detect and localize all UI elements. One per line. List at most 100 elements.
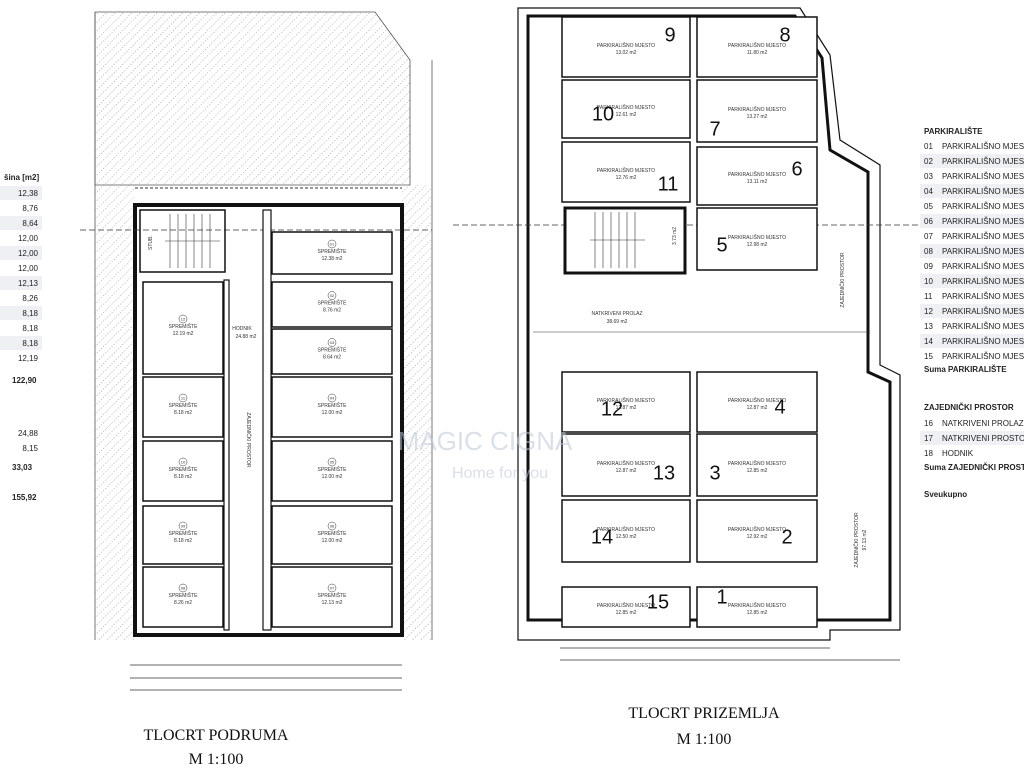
rt-row-num: 05: [924, 202, 933, 211]
room-area: 8.18 m2: [174, 474, 192, 480]
room-area: 8.76 m2: [323, 308, 341, 314]
parking-spot-area: 11.80 m2: [747, 50, 768, 56]
room-label: SPREMIŠTE: [169, 592, 199, 599]
parking-spot-label: PARKIRALIŠNO MJESTO: [728, 234, 786, 241]
rt-row-text: PARKIRALIŠNO MJEST: [942, 187, 1024, 196]
basement-earth-top: [94, 11, 411, 186]
parking-spot-label: PARKIRALIŠNO MJESTO: [728, 397, 786, 404]
room-label: SPREMIŠTE: [318, 347, 348, 354]
parking-spot-outline: [696, 79, 818, 143]
parking-spot-number: 8: [779, 24, 790, 46]
parking-spot-label: PARKIRALIŠNO MJESTO: [728, 526, 786, 533]
room-label: SPREMIŠTE: [318, 248, 348, 255]
rt-row-num: 07: [924, 232, 933, 241]
left-table-value: 12,13: [18, 279, 39, 288]
room-area: 12.38 m2: [322, 256, 343, 262]
basement-earth-right: [402, 185, 432, 640]
parking-spot-label: PARKIRALIŠNO MJESTO: [728, 602, 786, 609]
parking-spot-label: PARKIRALIŠNO MJESTO: [597, 526, 655, 533]
passage-label: NATKRIVENI PROLAZ: [591, 311, 642, 317]
parking-spot-number: 3: [709, 462, 720, 484]
parking-spot-area: 12.61 m2: [616, 112, 637, 118]
parking-spot-area: 12.87 m2: [616, 405, 637, 411]
room-area: 12.13 m2: [322, 600, 343, 606]
basement-earth-left: [95, 185, 135, 640]
parking-spot-outline: [696, 371, 818, 433]
parking-spot-label: PARKIRALIŠNO MJESTO: [597, 397, 655, 404]
rt-row: [920, 214, 1024, 228]
room-label: SPREMIŠTE: [318, 300, 348, 307]
rt-row-num: 02: [924, 157, 933, 166]
rt-row-num: 18: [924, 449, 933, 458]
rt-row-num: 11: [924, 292, 933, 301]
rt-total: Sveukupno: [924, 490, 967, 499]
parking-spot-number: 10: [592, 103, 614, 125]
room-number: 05: [330, 460, 335, 465]
rt-row-text: NATKRIVENI PROSTO: [942, 434, 1024, 443]
left-table-subtotal2: 33,03: [12, 463, 33, 472]
rt-row-text: PARKIRALIŠNO MJEST: [942, 337, 1024, 346]
room-number: 03: [330, 340, 335, 345]
room-number-badge: [327, 521, 337, 531]
room-area: 8.26 m2: [174, 600, 192, 606]
storage-room-outline: [271, 281, 393, 328]
parking-spot-outline: [561, 79, 691, 139]
room-number: 08: [181, 586, 186, 591]
room-label: SPREMIŠTE: [169, 402, 199, 409]
parking-spot-outline: [561, 499, 691, 563]
room-area: 12.00 m2: [322, 538, 343, 544]
room-area: 8.64 m2: [323, 355, 341, 361]
room-label: SPREMIŠTE: [169, 530, 199, 537]
room-number-badge: [178, 583, 188, 593]
parking-spot-area: 12.98 m2: [747, 242, 768, 248]
parking-spot-area: 12.85 m2: [747, 610, 768, 616]
left-table-row: [0, 246, 42, 260]
watermark-line1: MAGIC CIGNA: [398, 426, 573, 456]
rt-sum-common: Suma ZAJEDNIČKI PROSTO: [924, 463, 1024, 472]
rt-row-text: PARKIRALIŠNO MJEST: [942, 277, 1024, 286]
room-label: SPREMIŠTE: [318, 402, 348, 409]
storage-room-outline: [142, 440, 224, 502]
hall-label: HODNIK: [232, 326, 252, 332]
rt-row-num: 06: [924, 217, 933, 226]
rt-header-common: ZAJEDNIČKI PROSTOR: [924, 403, 1014, 412]
parking-spot-label: PARKIRALIŠNO MJESTO: [728, 106, 786, 113]
parking-spot-outline: [561, 433, 691, 497]
storage-room-outline: [142, 281, 224, 375]
left-table-value: 12,19: [18, 354, 39, 363]
room-area: 8.18 m2: [174, 410, 192, 416]
rt-row-num: 10: [924, 277, 933, 286]
parking-spot-area: 13.27 m2: [747, 114, 768, 120]
parking-spot-number: 6: [791, 158, 802, 180]
parking-spot-number: 4: [774, 396, 785, 418]
room-area: 12.19 m2: [173, 331, 194, 337]
room-number: 07: [330, 586, 335, 591]
rt-row-num: 01: [924, 142, 933, 151]
rt-row: [920, 154, 1024, 168]
rt-header-parking: PARKIRALIŠTE: [924, 127, 983, 136]
rt-row: [920, 244, 1024, 258]
parking-spot-label: PARKIRALIŠNO MJESTO: [728, 171, 786, 178]
parking-spot-label: PARKIRALIŠNO MJESTO: [597, 42, 655, 49]
rt-row-num: 13: [924, 322, 933, 331]
parking-spot-label: PARKIRALIŠNO MJESTO: [597, 460, 655, 467]
parking-spot-label: PARKIRALIŠNO MJESTO: [597, 602, 655, 609]
room-number-badge: [178, 521, 188, 531]
ground-scale: M 1:100: [677, 731, 732, 748]
parking-spot-number: 11: [658, 173, 679, 195]
left-table-value: 24,88: [18, 429, 39, 438]
hall-area: 24.88 m2: [236, 334, 257, 340]
parking-spot-outline: [561, 141, 691, 203]
parking-spot-number: 9: [664, 24, 675, 46]
left-table-row: [0, 336, 42, 350]
left-area-table: šina [m2] 12,388,768,6412,0012,0012,0012…: [0, 173, 42, 502]
